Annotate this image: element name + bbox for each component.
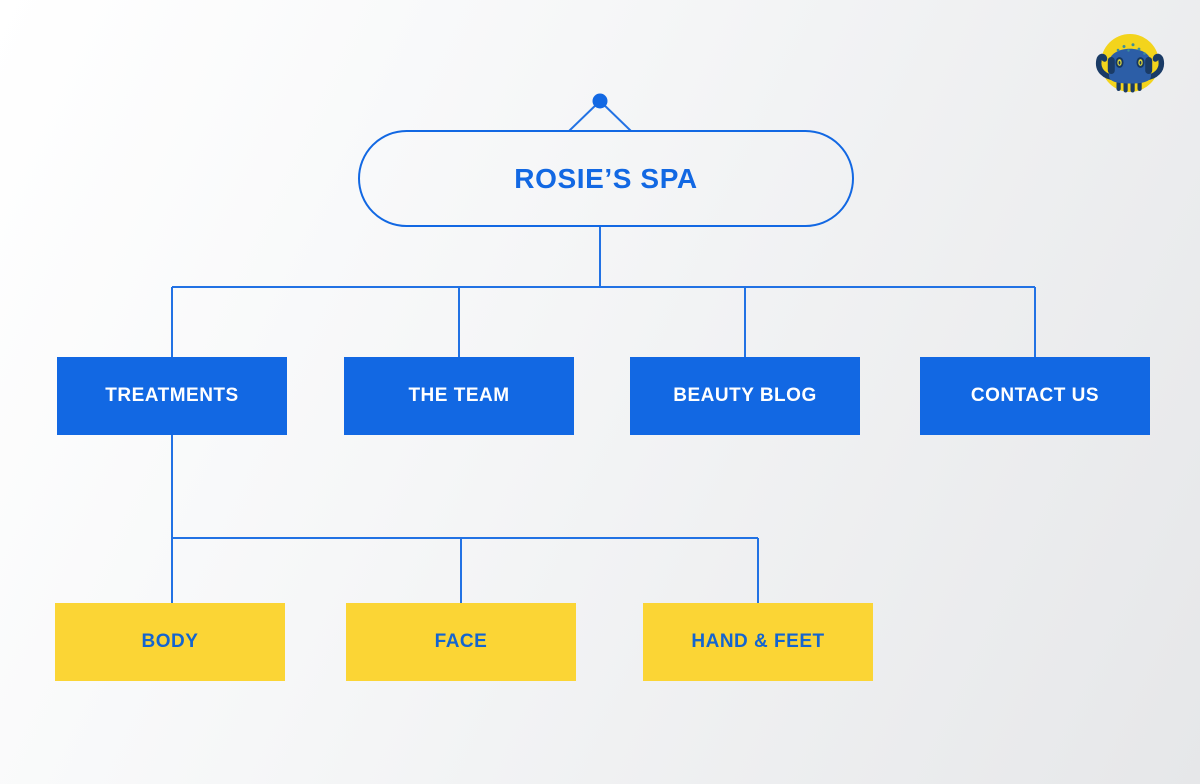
node-label: THE TEAM (408, 385, 510, 406)
node-label: TREATMENTS (105, 385, 239, 406)
node-label: HAND & FEET (691, 631, 825, 652)
node-root[interactable]: ROSIE’S SPA (358, 130, 854, 227)
node-hand-feet[interactable]: HAND & FEET (643, 603, 873, 681)
node-label: BODY (141, 631, 199, 652)
node-label: FACE (434, 631, 488, 652)
hanger-line-right (599, 100, 632, 132)
root-label: ROSIE’S SPA (514, 162, 698, 194)
node-label: CONTACT US (970, 385, 1100, 406)
node-treatments[interactable]: TREATMENTS (57, 357, 287, 435)
node-contact-us[interactable]: CONTACT US (920, 357, 1150, 435)
node-the-team[interactable]: THE TEAM (344, 357, 574, 435)
hanger-dot (592, 93, 608, 109)
octopus-logo (1095, 34, 1165, 93)
node-beauty-blog[interactable]: BEAUTY BLOG (630, 357, 860, 435)
node-face[interactable]: FACE (346, 603, 576, 681)
node-label: BEAUTY BLOG (673, 385, 817, 406)
node-body[interactable]: BODY (55, 603, 285, 681)
hanger-line-left (568, 100, 601, 132)
